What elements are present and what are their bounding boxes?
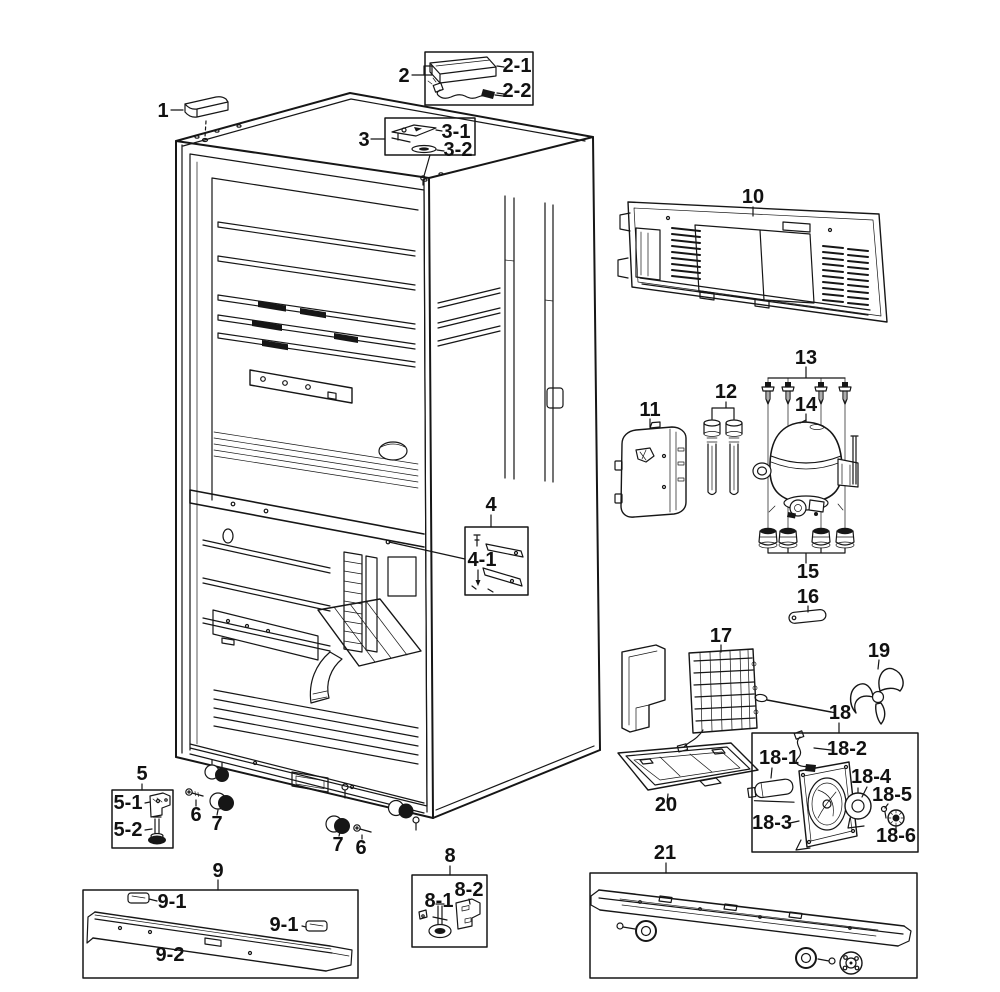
callout-label-9: 9 (212, 860, 223, 882)
callout-label-3-2: 3-2 (444, 139, 473, 161)
callout-label-8-1: 8-1 (425, 890, 454, 912)
part-9-group-kick-plate: 9 9-1 9-1 9-2 (82, 860, 359, 979)
callout-label-8-2: 8-2 (455, 879, 484, 901)
callout-label-7-front: 7 (211, 813, 222, 835)
callout-label-6-front: 6 (190, 804, 201, 826)
bolt-row (761, 382, 852, 405)
callout-label-2: 2 (398, 65, 409, 87)
callout-label-15: 15 (797, 561, 819, 583)
callout-label-18-5: 18-5 (872, 784, 912, 806)
part-12-tubes: 12 (703, 381, 743, 496)
callout-label-19: 19 (868, 640, 890, 662)
part-15-grommets: 15 (758, 527, 855, 583)
callout-label-8: 8 (444, 845, 455, 867)
callout-label-10: 10 (742, 186, 764, 208)
part-13-bolts: 13 (761, 347, 852, 531)
part-6-screw-front: 6 (185, 788, 204, 826)
part-7-roller-front: 7 (209, 792, 234, 835)
callout-label-4: 4 (485, 494, 497, 516)
callout-label-3-1: 3-1 (442, 121, 471, 143)
callout-label-5: 5 (136, 763, 147, 785)
part-5-group-leveling: 5 5-1 5-2 (111, 763, 174, 849)
part-6-screw-rear: 6 (353, 824, 372, 859)
part-16-tube: 16 (788, 586, 827, 624)
part-14-compressor: 14 (752, 394, 859, 519)
part-17-condenser: 17 (621, 625, 836, 753)
callout-label-1: 1 (157, 100, 168, 122)
part-21-group-base-rail: 21 (589, 842, 918, 979)
callout-label-9-1a: 9-1 (158, 891, 187, 913)
callout-label-12: 12 (715, 381, 737, 403)
callout-label-5-2: 5-2 (114, 819, 143, 841)
grommet-row (758, 527, 855, 549)
callout-label-21: 21 (654, 842, 676, 864)
part-2-group-pcb-cover: 2 2-1 2-2 (398, 51, 534, 106)
callout-label-2-1: 2-1 (503, 55, 532, 77)
callout-label-18-1: 18-1 (759, 747, 799, 769)
part-1-hinge-cover: 1 (157, 96, 229, 143)
callout-label-18-2: 18-2 (827, 738, 867, 760)
callout-label-6-rear: 6 (355, 837, 366, 859)
callout-label-9-1b: 9-1 (270, 914, 299, 936)
part-8-group-leveling-foot: 8 8-1 8-2 (411, 845, 488, 948)
part-20-drain-pan: 20 (617, 742, 759, 816)
callout-label-13: 13 (795, 347, 817, 369)
callout-label-4-1: 4-1 (468, 549, 497, 571)
part-4-group-middle-hinge: 4 4-1 (388, 494, 529, 596)
part-19-fan-blade: 19 (849, 640, 904, 725)
part-11-relay-box: 11 (614, 399, 687, 518)
callout-label-7-rear: 7 (332, 834, 343, 856)
refrigerator-cabinet (175, 92, 601, 831)
part-3-group-hinge: 3 3-1 3-2 (358, 117, 476, 186)
part-10-back-panel: 10 (617, 186, 888, 323)
callout-label-18-4: 18-4 (851, 766, 892, 788)
callout-label-2-2: 2-2 (503, 80, 532, 102)
callout-label-3: 3 (358, 129, 369, 151)
part-7-roller-rear: 7 (325, 815, 350, 856)
callout-label-5-1: 5-1 (114, 792, 143, 814)
callout-label-18-6: 18-6 (876, 825, 916, 847)
callout-label-18-3: 18-3 (752, 812, 792, 834)
callout-label-20: 20 (655, 794, 677, 816)
callout-label-17: 17 (710, 625, 732, 647)
callout-label-11: 11 (639, 399, 660, 421)
callout-label-14: 14 (795, 394, 818, 416)
callout-label-9-2: 9-2 (156, 944, 185, 966)
callout-label-16: 16 (797, 586, 819, 608)
part-18-group-fan-assembly: 18 18-1 18-2 18-3 18-4 18-5 18-6 (747, 702, 919, 853)
callout-label-18: 18 (829, 702, 851, 724)
